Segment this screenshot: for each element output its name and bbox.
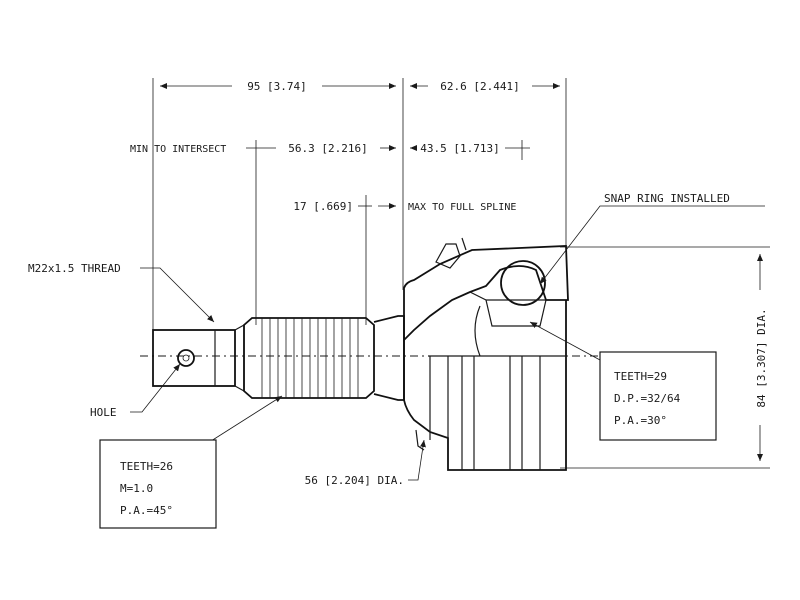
spec-left-pressure-angle: P.A.=45°	[120, 504, 173, 517]
stub-shoulder	[234, 323, 245, 393]
spec-right-diametral-pitch: D.P.=32/64	[614, 392, 681, 405]
threaded-stub	[152, 329, 236, 387]
callout-text: SNAP RING INSTALLED M22x1.5 THREAD HOLE	[28, 192, 730, 419]
spec-box-right-frame	[599, 351, 717, 441]
snap-ring-label: SNAP RING INSTALLED	[604, 192, 730, 205]
spec-left-teeth: TEETH=26	[120, 460, 173, 473]
spec-box-right: TEETH=29 D.P.=32/64 P.A.=30°	[599, 351, 717, 441]
thread-label: M22x1.5 THREAD	[28, 262, 121, 275]
spline-teeth	[261, 318, 359, 398]
dimension-lines	[152, 78, 770, 469]
spec-box-left: TEETH=26 M=1.0 P.A.=45°	[99, 439, 217, 529]
shaft-neck	[373, 315, 405, 401]
inner-race	[485, 299, 547, 327]
dim-spline: 17 [.669]	[293, 200, 353, 213]
snap-ring-tick	[461, 237, 467, 251]
cage-edge	[469, 291, 487, 301]
splined-shaft	[243, 317, 375, 399]
hole-circle	[177, 349, 195, 367]
housing-rings	[428, 355, 566, 470]
spec-box-left-frame	[99, 439, 217, 529]
dim-overall-right: 62.6 [2.441]	[440, 80, 519, 93]
min-to-intersect-label: MIN TO INTERSECT	[130, 144, 226, 155]
leader-hole	[130, 363, 181, 413]
spec-right-teeth: TEETH=29	[614, 370, 667, 383]
leader-neck-dia	[408, 439, 426, 481]
dim-min-to-intersect: 56.3 [2.216]	[288, 142, 367, 155]
spec-right-pressure-angle: P.A.=30°	[614, 414, 667, 427]
dim-neck-dia: 56 [2.204] DIA.	[305, 474, 404, 487]
leader-snap-ring	[539, 205, 765, 285]
bell-housing-outline	[403, 300, 567, 471]
ball-bearing	[500, 260, 546, 306]
dim-right-inner: 43.5 [1.713]	[420, 142, 499, 155]
leader-thread	[140, 267, 215, 323]
leader-spec-left	[199, 395, 283, 449]
cage-arc	[474, 305, 481, 357]
lower-clip	[415, 429, 425, 451]
leader-spec-right	[529, 321, 601, 361]
cv-joint-part	[140, 237, 600, 471]
hole-inner	[182, 354, 190, 362]
dimension-text: 95 [3.74] 62.6 [2.441] MIN TO INTERSECT …	[130, 80, 768, 487]
bell-housing-section	[403, 245, 569, 343]
spec-left-module: M=1.0	[120, 482, 153, 495]
hole-label: HOLE	[90, 406, 117, 419]
snap-ring-tab	[435, 243, 461, 269]
dim-outer-dia: 84 [3.307] DIA.	[755, 308, 768, 407]
max-to-full-spline-label: MAX TO FULL SPLINE	[408, 202, 516, 213]
dim-overall-left: 95 [3.74]	[247, 80, 307, 93]
leader-lines	[130, 205, 765, 481]
